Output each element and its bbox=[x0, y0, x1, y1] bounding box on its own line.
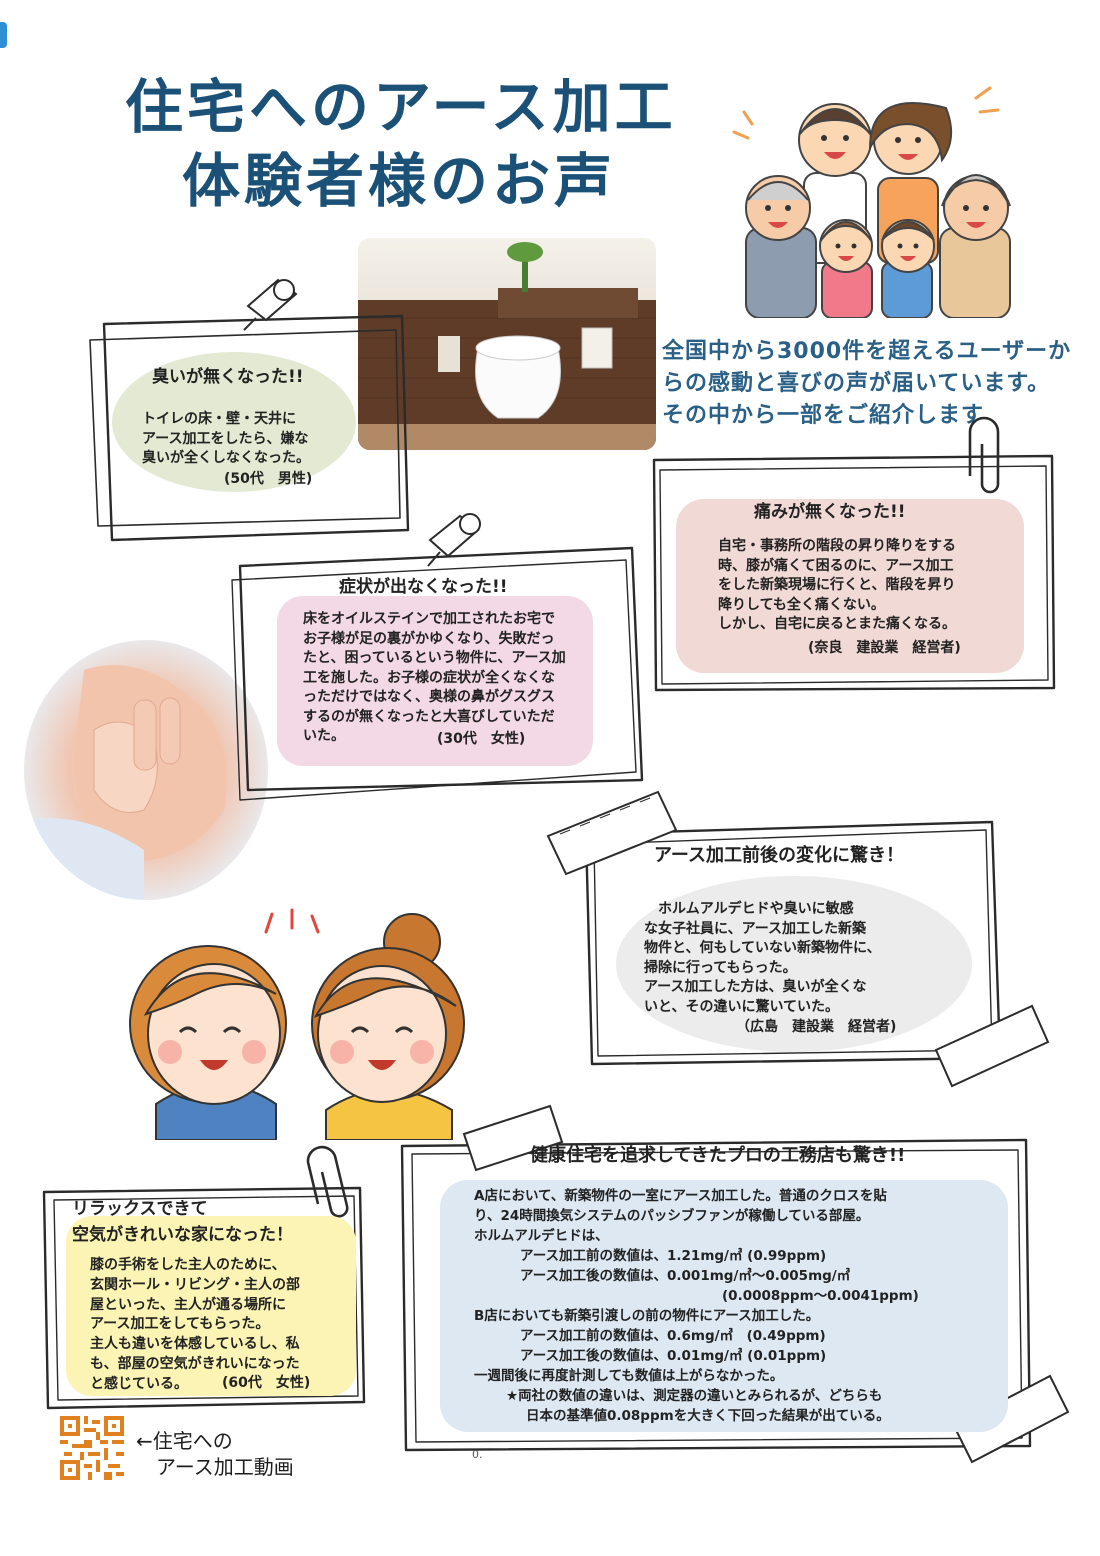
testimonial-odor-heading: 臭いが無くなった!! bbox=[152, 367, 304, 387]
testimonial-odor-body: トイレの床・壁・天井に アース加工をしたら、嫌な 臭いが全くしなくなった。 bbox=[142, 411, 310, 466]
builder-line: り、24時間換気システムのパッシブファンが稼働している部屋。 bbox=[474, 1208, 870, 1224]
testimonial-pain-signature: (奈良 建設業 経営者) bbox=[808, 640, 961, 656]
testimonial-symptom-signature: (30代 女性) bbox=[437, 731, 526, 747]
testimonial-relax-body: 膝の手術をした主人のために、 玄関ホール・リビング・主人の部 屋といった、主人が… bbox=[90, 1257, 300, 1392]
toilet-photo bbox=[358, 238, 656, 450]
builder-line: アース加工前の数値は、0.6mg/㎥ (0.49ppm) bbox=[520, 1328, 826, 1344]
intro-text: 全国中から3000件を超えるユーザーからの感動と喜びの声が届いています。その中か… bbox=[662, 339, 1072, 428]
testimonial-builder: 健康住宅を追求してきたプロの工務店も驚き!! A店において、新築物件の一室にアー… bbox=[440, 1146, 1008, 1432]
testimonial-symptom: 症状が出なくなった!! 床をオイルステインで加工されたお宅で お子様が足の裏がか… bbox=[277, 577, 593, 766]
corner-accent bbox=[0, 22, 7, 48]
testimonial-relax: リラックスできて 空気がきれいな家になった！ 膝の手術をした主人のために、 玄関… bbox=[66, 1199, 356, 1396]
testimonial-pain-body: 自宅・事務所の階段の昇り降りをする 時、膝が痛くて困るのに、アース加工 をした新… bbox=[718, 538, 956, 632]
testimonial-change-body: ホルムアルデヒドや臭いに敏感 な女子社員に、アース加工した新築 物件と、何もして… bbox=[644, 901, 881, 1015]
qr-video-label: ←住宅への アース加工動画 bbox=[136, 1429, 294, 1479]
pushpin-icon bbox=[427, 513, 481, 567]
testimonial-change-heading: アース加工前後の変化に驚き！ bbox=[654, 845, 905, 866]
testimonial-change: アース加工前後の変化に驚き！ ホルムアルデヒドや臭いに敏感 な女子社員に、アース… bbox=[616, 846, 972, 1052]
builder-line: B店においても新築引渡しの前の物件にアース加工した。 bbox=[474, 1308, 820, 1324]
builder-line: A店において、新築物件の一室にアース加工した。普通のクロスを貼 bbox=[474, 1188, 887, 1204]
page-title-line-1: 住宅へのアース加工 bbox=[125, 73, 677, 141]
testimonial-change-signature: （広島 建設業 経営者) bbox=[736, 1019, 897, 1035]
builder-line: ★両社の数値の違いは、測定器の違いとみられるが、どちらも bbox=[506, 1388, 883, 1404]
testimonial-odor: 臭いが無くなった!! トイレの床・壁・天井に アース加工をしたら、嫌な 臭いが全… bbox=[112, 352, 356, 492]
baby-hand-photo bbox=[24, 640, 268, 900]
family-illustration bbox=[732, 86, 1011, 318]
testimonial-pain-heading: 痛みが無くなった!! bbox=[754, 502, 906, 522]
builder-line: (0.0008ppm～0.0041ppm) bbox=[722, 1288, 919, 1304]
testimonial-symptom-heading: 症状が出なくなった!! bbox=[339, 577, 508, 597]
pushpin-icon bbox=[243, 278, 298, 331]
builder-line: アース加工後の数値は、0.001mg/㎥～0.005mg/㎥ bbox=[520, 1268, 851, 1284]
testimonial-odor-signature: (50代 男性) bbox=[224, 471, 313, 487]
builder-line: 一週間後に再度計測しても数値は上がらなかった。 bbox=[474, 1368, 784, 1384]
builder-line: 日本の基準値0.08ppmを大きく下回った結果が出ている。 bbox=[526, 1408, 890, 1424]
testimonial-relax-heading: リラックスできて 空気がきれいな家になった！ bbox=[72, 1199, 293, 1245]
qr-code[interactable] bbox=[60, 1416, 124, 1480]
two-women-illustration bbox=[129, 908, 465, 1140]
builder-line: ホルムアルデヒドは、 bbox=[474, 1228, 609, 1244]
builder-line: アース加工前の数値は、1.21mg/㎥ (0.99ppm) bbox=[520, 1248, 827, 1264]
testimonial-pain: 痛みが無くなった!! 自宅・事務所の階段の昇り降りをする 時、膝が痛くて困るのに… bbox=[676, 499, 1024, 673]
testimonial-builder-heading: 健康住宅を追求してきたプロの工務店も驚き!! bbox=[530, 1145, 906, 1166]
testimonial-symptom-body: 床をオイルステインで加工されたお宅で お子様が足の裏がかゆくなり、失敗だっ たと… bbox=[303, 611, 566, 744]
page-number: 0. bbox=[472, 1448, 483, 1461]
builder-line: アース加工後の数値は、0.01mg/㎥ (0.01ppm) bbox=[520, 1348, 827, 1364]
page-title-line-2: 体験者様のお声 bbox=[182, 147, 617, 215]
testimonial-relax-signature: (60代 女性) bbox=[222, 1375, 311, 1391]
paperclip-icon bbox=[306, 1145, 349, 1218]
